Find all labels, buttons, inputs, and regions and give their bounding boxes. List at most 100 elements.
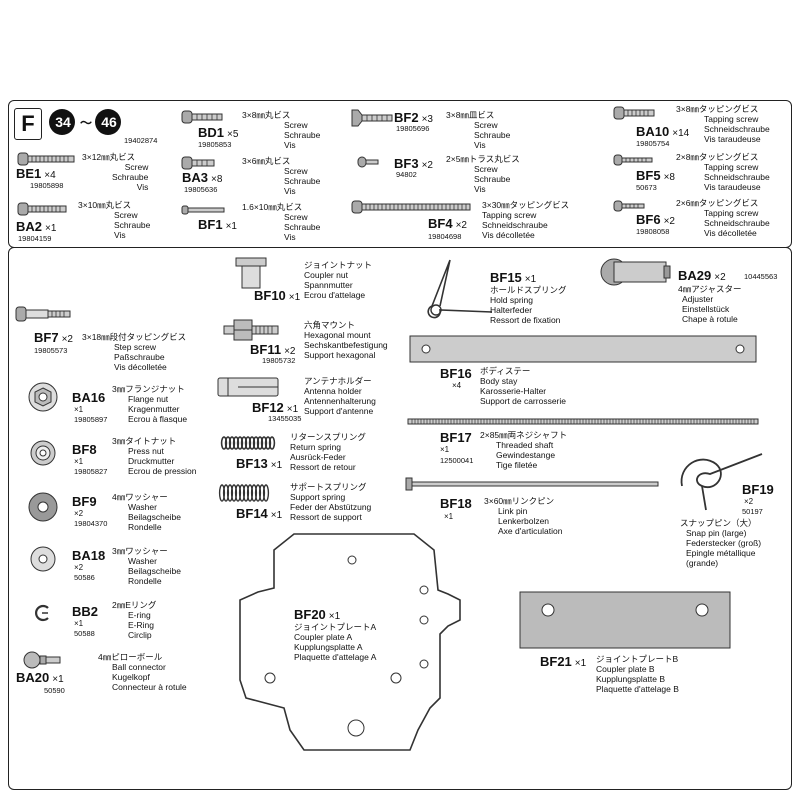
- pn-BF3: 94802: [396, 170, 417, 179]
- code-BF18: BF18: [440, 496, 472, 511]
- code-BF3: BF3×2: [394, 156, 433, 171]
- code-BF11: BF11×2: [250, 342, 296, 357]
- pn-BF11: 19805732: [262, 356, 296, 365]
- desc-BF11: 六角マウント Hexagonal mount Sechskantbefestig…: [304, 320, 388, 360]
- pn-BD1: 19805853: [198, 140, 232, 149]
- desc-BD1: 3×8㎜丸ビス Screw Schraube Vis: [242, 110, 321, 150]
- code-BF5: BF5×8: [636, 168, 675, 183]
- code-BF13: BF13×1: [236, 456, 283, 471]
- step-screw-icon-BF7: [15, 306, 71, 322]
- washer-icon-BF9: [28, 492, 58, 522]
- desc-BA16: 3㎜フランジナット Flange nut Kragenmutter Ecrou …: [112, 384, 188, 424]
- step-range: 34〜46: [50, 114, 122, 131]
- range-from: 34: [55, 114, 71, 130]
- desc-BF16: ボディステー Body stay Karosserie-Halter Suppo…: [480, 366, 566, 406]
- qty-BF17: ×1: [440, 445, 450, 454]
- pn-BA10: 19805754: [636, 139, 670, 148]
- desc-BF18: 3×60㎜リンクピン Link pin Lenkerbolzen Axe d'a…: [484, 496, 563, 536]
- qty-BF9: ×2: [74, 509, 84, 518]
- screw-icon-BF1: [181, 205, 225, 215]
- coupler-nut-icon-BF10: [235, 257, 267, 289]
- section-letter: F: [14, 108, 42, 140]
- antenna-holder-icon-BF12: [217, 377, 279, 397]
- tapping-screw-icon-BF5: [613, 154, 653, 166]
- pn-BA16: 19805897: [74, 415, 108, 424]
- pn-BF12: 13455035: [268, 414, 302, 423]
- pn-BF8: 19805827: [74, 467, 108, 476]
- code-BF8: BF8: [72, 442, 97, 457]
- desc-BF7: 3×18㎜段付タッピングビス Step screw Paßschraube Vi…: [82, 332, 187, 372]
- qty-BF8: ×1: [74, 457, 84, 466]
- threaded-shaft-icon-BF17: [407, 418, 759, 425]
- body-stay-icon-BF16: [409, 335, 757, 363]
- countersunk-screw-icon-BF2: [351, 109, 393, 127]
- link-pin-icon-BF18: [405, 477, 659, 491]
- code-BF7: BF7×2: [34, 330, 73, 345]
- code-BA16: BA16: [72, 390, 106, 405]
- return-spring-icon-BF13: [220, 436, 276, 450]
- qty-BB2: ×1: [74, 619, 84, 628]
- pn-BF17: 12500041: [440, 456, 474, 465]
- pn-BF2: 19805696: [396, 124, 430, 133]
- section-code: 19402874: [124, 136, 158, 145]
- desc-BF15: ホールドスプリング Hold spring Halterfeder Ressor…: [490, 285, 567, 325]
- code-BF20: BF20×1: [294, 607, 341, 622]
- pn-BF5: 50673: [636, 183, 657, 192]
- code-BA20: BA20×1: [16, 670, 64, 685]
- desc-BE1: 3×12㎜丸ビス Screw Schraube Vis: [82, 152, 149, 192]
- code-BF19: BF19: [742, 482, 774, 497]
- ball-connector-icon-BA20: [23, 651, 61, 669]
- code-BB2: BB2: [72, 604, 99, 619]
- desc-BF8: 3㎜タイトナット Press nut Druckmutter Ecrou de …: [112, 436, 197, 476]
- desc-BA29: 4㎜アジャスター Adjuster Einstellstück Chape à …: [678, 284, 742, 324]
- coupler-plate-a-icon-BF20: [239, 533, 461, 751]
- pn-BB2: 50588: [74, 629, 95, 638]
- desc-BF17: 2×85㎜両ネジシャフト Threaded shaft Gewindestang…: [480, 430, 568, 470]
- code-BA2: BA2×1: [16, 219, 57, 234]
- desc-BF10: ジョイントナット Coupler nut Spannmutter Ecrou d…: [304, 260, 373, 300]
- tapping-screw-icon-BF6: [613, 200, 645, 212]
- code-BE1: BE1×4: [16, 166, 56, 181]
- pn-BF9: 19804370: [74, 519, 108, 528]
- code-BF12: BF12×1: [252, 400, 299, 415]
- tapping-screw-icon-BA10: [613, 106, 655, 120]
- code-BD1: BD1×5: [198, 125, 239, 140]
- pn-BF4: 19804698: [428, 232, 462, 241]
- screw-icon-BE1: [17, 152, 75, 166]
- pn-BA18: 50586: [74, 573, 95, 582]
- desc-BF5: 2×8㎜タッピングビス Tapping screw Schneidschraub…: [676, 152, 770, 192]
- adjuster-icon-BA29: [600, 258, 671, 286]
- code-BA3: BA3×8: [182, 170, 223, 185]
- snap-pin-icon-BF19: [680, 453, 763, 511]
- desc-BF4: 3×30㎜タッピングビス Tapping screw Schneidschrau…: [482, 200, 570, 240]
- desc-BA10: 3×8㎜タッピングビス Tapping screw Schneidschraub…: [676, 104, 770, 144]
- code-BF1: BF1×1: [198, 217, 237, 232]
- code-BF15: BF15×1: [490, 270, 537, 285]
- desc-BF21: ジョイントプレートB Coupler plate B Kupplungsplat…: [596, 654, 679, 694]
- code-BF10: BF10×1: [254, 288, 301, 303]
- code-BF4: BF4×2: [428, 216, 467, 231]
- pn-BE1: 19805898: [30, 181, 64, 190]
- desc-BF1: 1.6×10㎜丸ビス Screw Schraube Vis: [242, 202, 321, 242]
- code-BF16: BF16: [440, 366, 472, 381]
- lower-panel-frame: [8, 247, 792, 790]
- press-nut-icon-BF8: [30, 440, 56, 466]
- screw-icon-BA2: [17, 202, 67, 216]
- code-BA29: BA29×2: [678, 268, 726, 283]
- pn-BA29: 10445563: [744, 272, 778, 281]
- qty-BF16: ×4: [452, 381, 462, 390]
- support-spring-icon-BF14: [218, 484, 270, 502]
- screw-icon-BD1: [181, 110, 223, 124]
- step-range-badge: [49, 109, 121, 135]
- coupler-plate-b-icon-BF21: [519, 591, 731, 649]
- qty-BF19: ×2: [744, 497, 754, 506]
- desc-BB2: 2㎜Eリング E-ring E-Ring Circlip: [112, 600, 157, 640]
- pn-BF19: 50197: [742, 507, 763, 516]
- pn-BF6: 19808058: [636, 227, 670, 236]
- hold-spring-icon-BF15: [427, 259, 493, 319]
- desc-BF13: リターンスプリング Return spring Ausrück-Feder Re…: [290, 432, 366, 472]
- desc-BA3: 3×6㎜丸ビス Screw Schraube Vis: [242, 156, 321, 196]
- qty-BA18: ×2: [74, 563, 84, 572]
- truss-screw-icon-BF3: [357, 156, 379, 168]
- desc-BF20: ジョイントプレートA Coupler plate A Kupplungsplat…: [294, 622, 377, 662]
